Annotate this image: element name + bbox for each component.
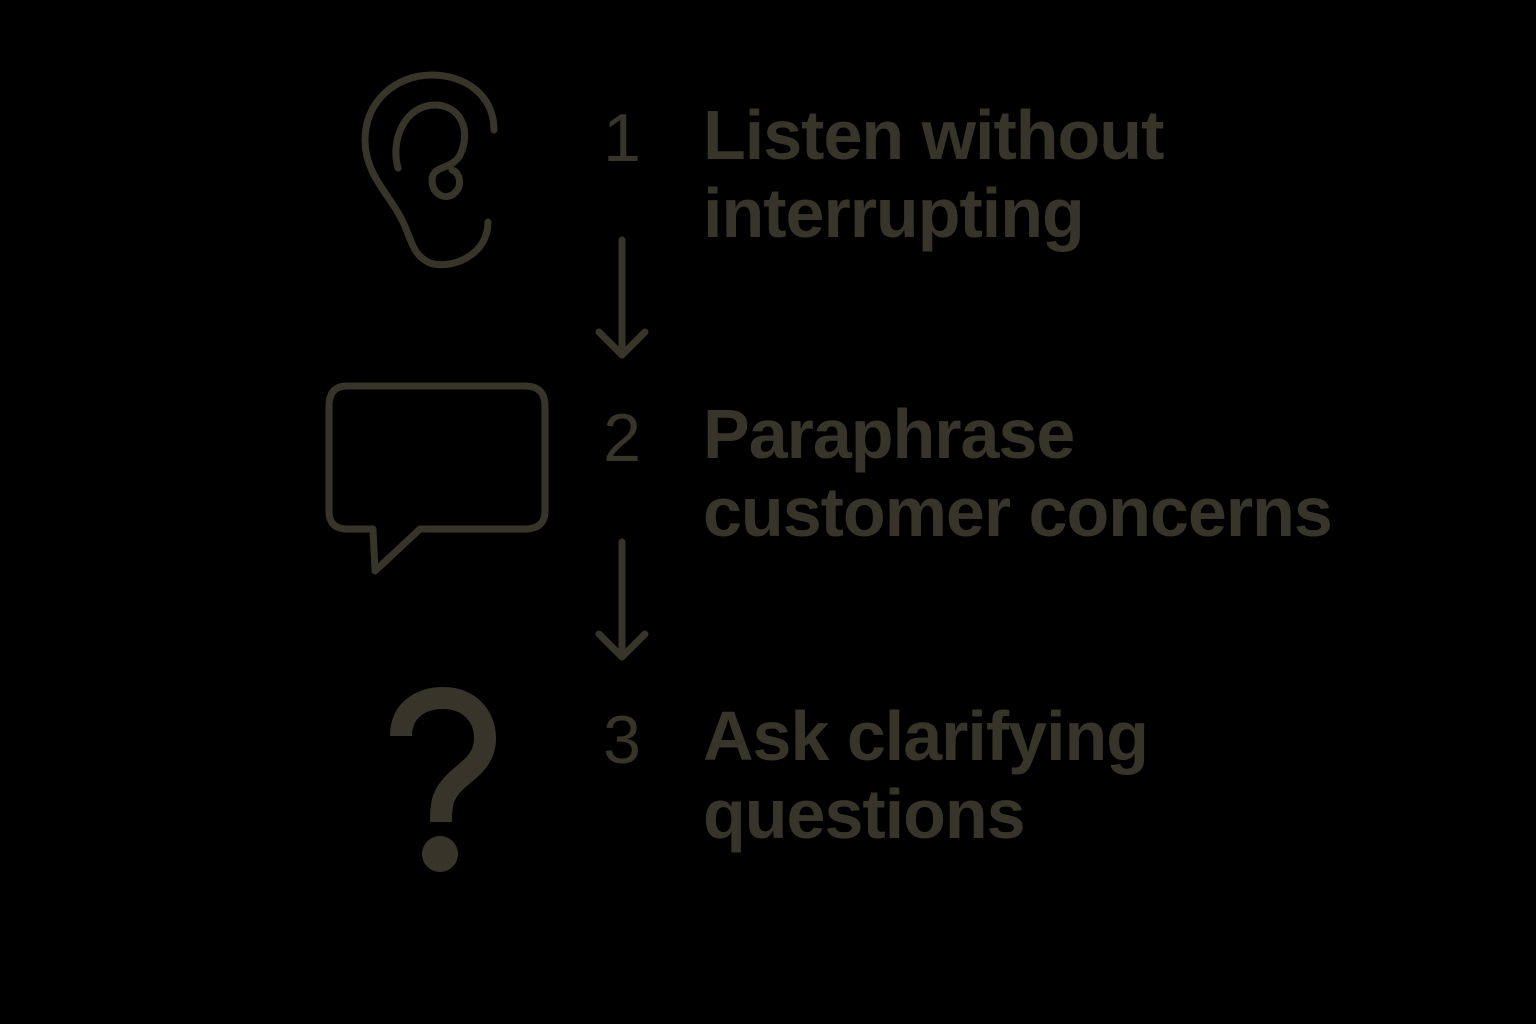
question-mark-icon — [385, 686, 500, 880]
step-label-1-line-2: interrupting — [703, 174, 1085, 252]
step-label-2: Paraphrase customer concerns — [703, 395, 1333, 551]
step-label-3-line-2: questions — [703, 775, 1026, 853]
step-label-3-line-1: Ask clarifying — [703, 697, 1149, 775]
ear-icon — [360, 70, 505, 270]
arrow-down-icon — [595, 538, 652, 662]
step-label-3: Ask clarifying questions — [703, 697, 1149, 853]
speech-bubble-icon — [325, 382, 550, 578]
step-label-1: Listen without interrupting — [703, 96, 1164, 252]
step-number-3: 3 — [603, 702, 641, 778]
step-number-1: 1 — [603, 100, 641, 176]
step-number-2: 2 — [603, 400, 641, 476]
step-label-2-line-1: Paraphrase — [703, 395, 1075, 473]
step-label-1-line-1: Listen without — [703, 96, 1164, 174]
arrow-down-icon — [595, 236, 652, 360]
step-label-2-line-2: customer concerns — [703, 473, 1333, 551]
